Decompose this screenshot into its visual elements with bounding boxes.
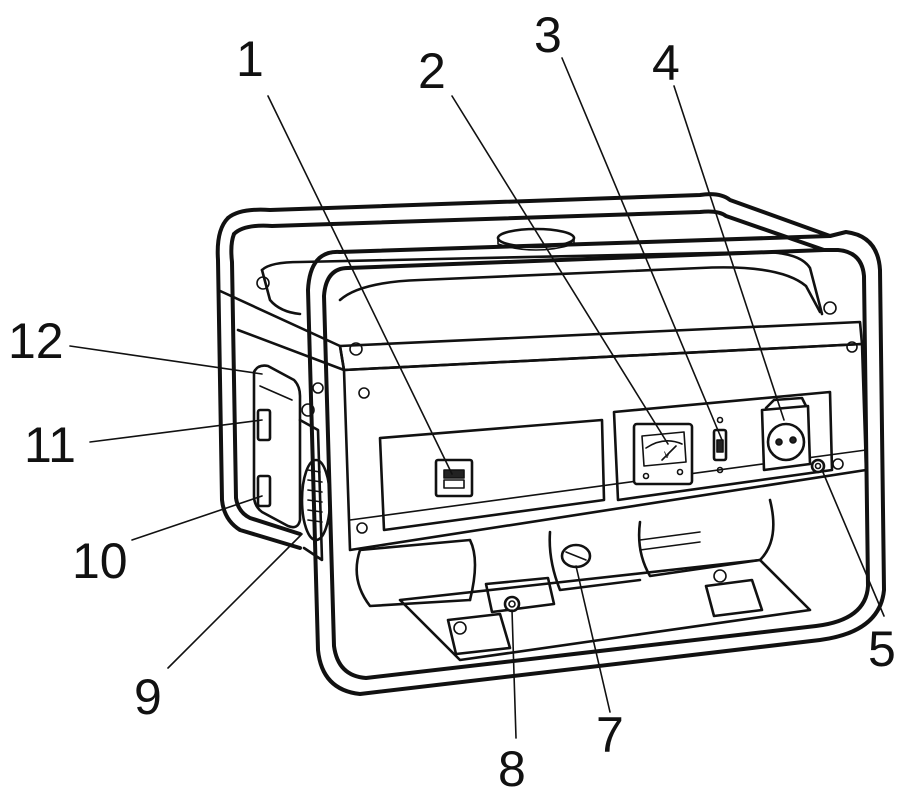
engine-body: [355, 498, 812, 662]
leader-12: [69, 345, 263, 375]
leader-10: [131, 495, 263, 541]
screw: [832, 458, 844, 470]
callout-8: 8: [498, 741, 526, 793]
leader-11: [89, 419, 263, 443]
air-filter-latch-top: [256, 408, 272, 442]
callout-9: 9: [134, 669, 162, 725]
bolt: [349, 342, 363, 356]
screw: [358, 387, 370, 399]
callout-3: 3: [534, 7, 562, 63]
frame: [215, 192, 886, 696]
voltmeter-unit: V: [664, 450, 670, 460]
leader-2: [451, 95, 669, 445]
callout-4: 4: [652, 35, 680, 91]
screw: [356, 522, 368, 534]
circuit-breaker: [434, 458, 474, 498]
leader-7: [575, 565, 611, 713]
callout-1: 1: [236, 31, 264, 87]
ground-terminal: [810, 458, 826, 474]
engine-switch: [712, 416, 728, 474]
air-filter-latch-bottom: [256, 474, 272, 508]
callout-5: 5: [868, 621, 896, 677]
leader-1: [267, 95, 453, 475]
leader-4: [673, 85, 785, 421]
leader-5: [821, 469, 885, 617]
bolt: [823, 301, 837, 315]
callout-10: 10: [72, 533, 128, 589]
leader-8: [511, 609, 517, 739]
bolt: [256, 276, 270, 290]
leader-3: [561, 57, 723, 441]
callout-11: 11: [24, 417, 76, 473]
mount-bolt: [713, 569, 727, 583]
callout-numbers: 1 2 3 4 5 7 8 9 10 11 12: [8, 7, 896, 793]
voltmeter: V: [632, 422, 694, 486]
callout-12: 12: [8, 313, 64, 369]
leader-9: [167, 533, 303, 669]
callout-2: 2: [418, 43, 446, 99]
screw: [846, 341, 858, 353]
oil-filler: [560, 543, 592, 569]
fuel-tank: [256, 227, 837, 356]
leader-lines: [69, 57, 885, 739]
ac-socket: [760, 396, 812, 472]
left-side-components: [252, 364, 332, 562]
callout-7: 7: [596, 707, 624, 763]
mount-bolt: [453, 621, 467, 635]
